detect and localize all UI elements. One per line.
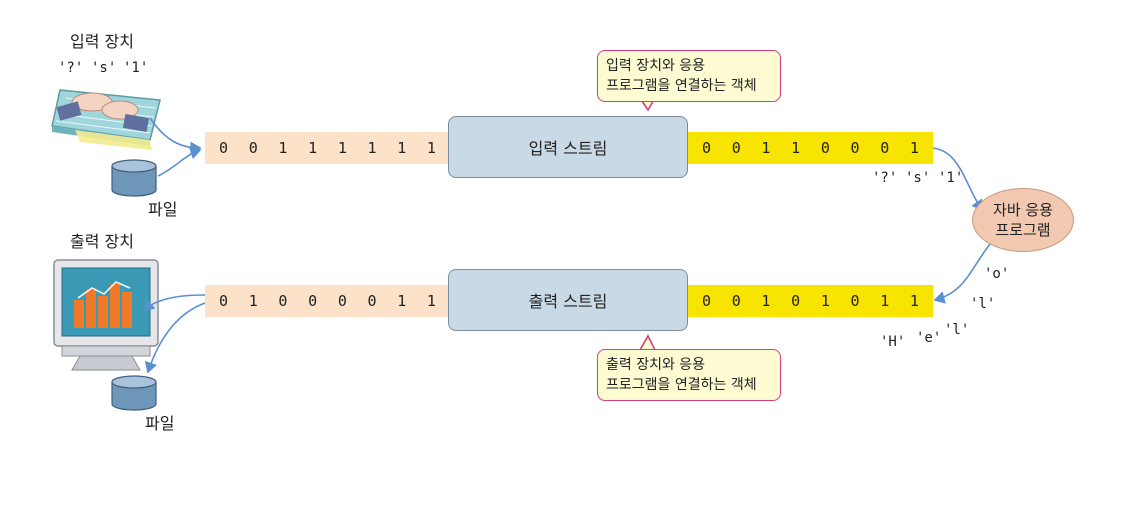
bit: 0 [820,139,830,157]
bit: 1 [308,139,318,157]
output-char-1: 'l' [970,296,996,312]
input-char-0: '?' [872,170,898,186]
bit: 0 [791,292,801,310]
monitor-icon [53,259,159,371]
bit: 0 [850,292,860,310]
bit: 1 [909,139,919,157]
input-stream-box: 입력 스트림 [448,116,688,178]
bit: 0 [702,292,712,310]
callout-input-line1: 입력 장치와 응용 [606,58,706,74]
output-bits-left: 0 1 0 0 0 0 1 1 [205,285,450,317]
bit: 1 [791,139,801,157]
input-device-label: 입력 장치 [70,32,134,51]
output-bits-right: 0 0 1 0 1 0 1 1 [688,285,933,317]
bit: 1 [278,139,288,157]
keyboard-icon [51,89,161,150]
callout-output-line2: 프로그램을 연결하는 객체 [606,377,757,393]
output-stream-label: 출력 스트림 [528,292,608,311]
output-char-2: 'H' [880,334,906,350]
callout-output-line1: 출력 장치와 응용 [606,357,706,373]
output-char-4: 'l' [944,322,970,338]
input-bits-left: 0 0 1 1 1 1 1 1 [205,132,450,164]
bit: 1 [761,292,771,310]
file-cylinder-icon [111,375,157,411]
output-char-0: 'o' [984,266,1010,282]
bit: 1 [880,292,890,310]
bit: 0 [248,139,258,157]
arrow-keyboard-to-input [149,117,202,155]
arrow-app-to-output [933,243,991,304]
arrow-output-to-monitor [142,294,206,312]
bit: 0 [880,139,890,157]
callout-bottom-pointer [639,334,656,351]
bit: 0 [337,292,347,310]
bit: 0 [219,292,229,310]
callout-output: 출력 장치와 응용 프로그램을 연결하는 객체 [597,349,781,401]
bit: 1 [426,292,436,310]
bit: 0 [367,292,377,310]
file-cylinder-icon [111,159,157,197]
bit: 0 [219,139,229,157]
callout-input: 입력 장치와 응용 프로그램을 연결하는 객체 [597,50,781,102]
arrow-output-to-file [144,302,206,374]
bit: 0 [850,139,860,157]
callout-input-line2: 프로그램을 연결하는 객체 [606,78,757,94]
output-char-3: 'e' [916,330,942,346]
output-device-label: 출력 장치 [70,232,134,251]
file-label-top: 파일 [148,200,178,219]
bit: 1 [397,292,407,310]
java-app-line1: 자바 응용 [993,201,1053,219]
bit: 1 [426,139,436,157]
output-stream-box: 출력 스트림 [448,269,688,331]
input-stream-label: 입력 스트림 [528,139,608,158]
java-app-ellipse: 자바 응용 프로그램 [972,188,1074,252]
arrow-file-to-input [157,146,202,177]
bit: 1 [761,139,771,157]
input-device-char-0: '?' [58,60,84,76]
bit: 1 [820,292,830,310]
bit: 1 [397,139,407,157]
bit: 1 [909,292,919,310]
bit: 0 [731,139,741,157]
bit: 0 [278,292,288,310]
file-label-bottom: 파일 [145,414,175,433]
bit: 1 [248,292,258,310]
bit: 0 [702,139,712,157]
input-bits-right: 0 0 1 1 0 0 0 1 [688,132,933,164]
bit: 1 [337,139,347,157]
input-char-2: '1' [938,170,964,186]
input-device-char-2: '1' [123,60,149,76]
java-app-line2: 프로그램 [995,221,1051,239]
bit: 1 [367,139,377,157]
input-device-char-1: 's' [91,60,117,76]
input-char-1: 's' [905,170,931,186]
bit: 0 [308,292,318,310]
arrow-input-to-app [931,147,983,212]
bit: 0 [731,292,741,310]
